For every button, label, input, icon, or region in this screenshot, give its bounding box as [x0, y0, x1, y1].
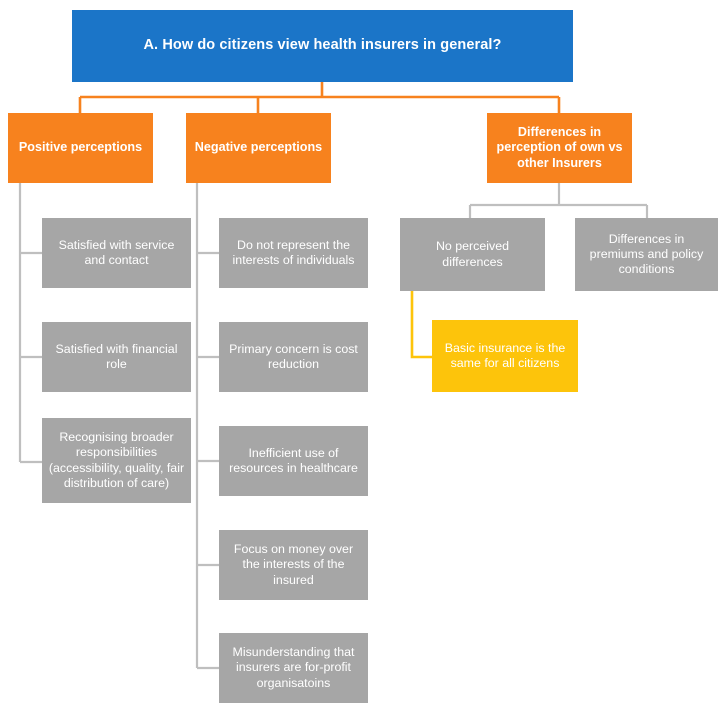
negative-child-connectors: [195, 183, 219, 670]
root-to-branch-connectors: [78, 82, 561, 113]
positive-child-connectors: [18, 183, 42, 464]
node-leaf-satisfied-service-contact[interactable]: Satisfied with service and contact: [42, 218, 191, 288]
node-highlight-basic-insurance-same[interactable]: Basic insurance is the same for all citi…: [432, 320, 578, 392]
node-branch-positive-perceptions[interactable]: Positive perceptions: [8, 113, 153, 183]
differences-child-connectors: [468, 183, 649, 218]
node-branch-negative-perceptions[interactable]: Negative perceptions: [186, 113, 331, 183]
node-leaf-misunderstanding-for-profit[interactable]: Misunderstanding that insurers are for-p…: [219, 633, 368, 703]
node-leaf-differences-premiums-policy[interactable]: Differences in premiums and policy condi…: [575, 218, 718, 291]
node-leaf-no-perceived-differences[interactable]: No perceived differences: [400, 218, 545, 291]
elbow-to-basic-insurance: [410, 291, 432, 359]
node-leaf-primary-concern-cost-reduction[interactable]: Primary concern is cost reduction: [219, 322, 368, 392]
node-leaf-inefficient-use-of-resources[interactable]: Inefficient use of resources in healthca…: [219, 426, 368, 496]
node-leaf-focus-on-money[interactable]: Focus on money over the interests of the…: [219, 530, 368, 600]
node-root-question[interactable]: A. How do citizens view health insurers …: [72, 10, 573, 82]
node-leaf-do-not-represent-interests[interactable]: Do not represent the interests of indivi…: [219, 218, 368, 288]
node-leaf-recognising-broader-responsibilities[interactable]: Recognising broader responsibilities (ac…: [42, 418, 191, 503]
node-leaf-satisfied-financial-role[interactable]: Satisfied with financial role: [42, 322, 191, 392]
node-branch-differences-in-perception[interactable]: Differences in perception of own vs othe…: [487, 113, 632, 183]
highlight-connector: [410, 291, 432, 359]
